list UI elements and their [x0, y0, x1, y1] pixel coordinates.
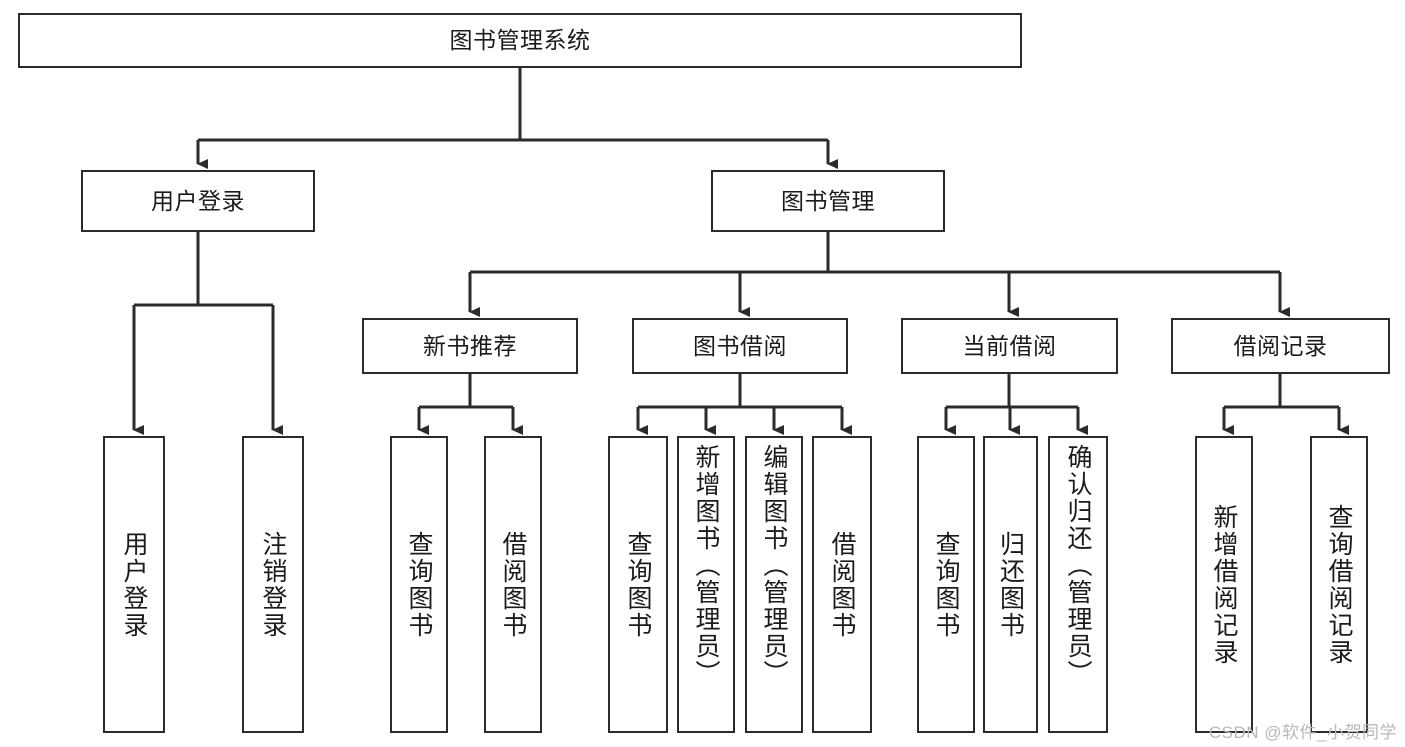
node-leaf-user-login-label: 用户登录 — [120, 530, 148, 639]
node-new-book-rec-label: 新书推荐 — [423, 332, 517, 359]
node-leaf-borrow-book-2[interactable]: 借阅图书 — [812, 436, 872, 733]
node-leaf-query-book-3[interactable]: 查询图书 — [917, 436, 975, 733]
node-leaf-user-logout[interactable]: 注销登录 — [242, 436, 304, 733]
node-leaf-borrow-book-1[interactable]: 借阅图书 — [484, 436, 542, 733]
node-book-borrow-label: 图书借阅 — [693, 332, 787, 359]
node-leaf-query-book-2[interactable]: 查询图书 — [608, 436, 668, 733]
node-book-borrow[interactable]: 图书借阅 — [632, 318, 848, 374]
node-leaf-borrow-book-2-label: 借阅图书 — [828, 530, 856, 639]
node-leaf-add-record-label: 新增借阅记录 — [1210, 503, 1238, 666]
node-leaf-query-book-2-label: 查询图书 — [624, 530, 652, 639]
node-leaf-query-record-label: 查询借阅记录 — [1325, 503, 1353, 666]
node-leaf-edit-book[interactable]: 编辑图书（管理员） — [745, 436, 803, 733]
node-book-manage[interactable]: 图书管理 — [711, 170, 945, 232]
node-current-borrow-label: 当前借阅 — [962, 332, 1057, 359]
node-leaf-query-book-1-label: 查询图书 — [405, 530, 433, 639]
node-leaf-return-book[interactable]: 归还图书 — [983, 436, 1038, 733]
node-book-manage-label: 图书管理 — [781, 187, 875, 214]
node-borrow-record-label: 借阅记录 — [1233, 332, 1328, 359]
node-leaf-query-record[interactable]: 查询借阅记录 — [1310, 436, 1368, 733]
csdn-watermark: CSDN @软件_小贺同学 — [1208, 723, 1397, 742]
node-leaf-edit-book-label: 编辑图书（管理员） — [760, 444, 788, 687]
node-root[interactable]: 图书管理系统 — [18, 13, 1022, 68]
node-leaf-return-book-label: 归还图书 — [996, 530, 1025, 639]
node-leaf-add-book[interactable]: 新增图书（管理员） — [677, 436, 735, 733]
node-user-login[interactable]: 用户登录 — [81, 170, 315, 232]
node-leaf-confirm-return[interactable]: 确认归还（管理员） — [1048, 436, 1108, 733]
node-leaf-query-book-3-label: 查询图书 — [932, 530, 960, 639]
node-user-login-label: 用户登录 — [151, 187, 245, 214]
node-leaf-user-login[interactable]: 用户登录 — [103, 436, 165, 733]
node-root-label: 图书管理系统 — [449, 27, 591, 53]
node-borrow-record[interactable]: 借阅记录 — [1171, 318, 1390, 374]
node-leaf-query-book-1[interactable]: 查询图书 — [390, 436, 448, 733]
node-leaf-add-record[interactable]: 新增借阅记录 — [1195, 436, 1253, 733]
node-leaf-add-book-label: 新增图书（管理员） — [692, 444, 720, 687]
node-new-book-rec[interactable]: 新书推荐 — [362, 318, 578, 374]
node-current-borrow[interactable]: 当前借阅 — [901, 318, 1118, 374]
node-leaf-confirm-return-label: 确认归还（管理员） — [1064, 444, 1092, 687]
node-leaf-user-logout-label: 注销登录 — [259, 530, 287, 639]
node-leaf-borrow-book-1-label: 借阅图书 — [499, 530, 527, 639]
